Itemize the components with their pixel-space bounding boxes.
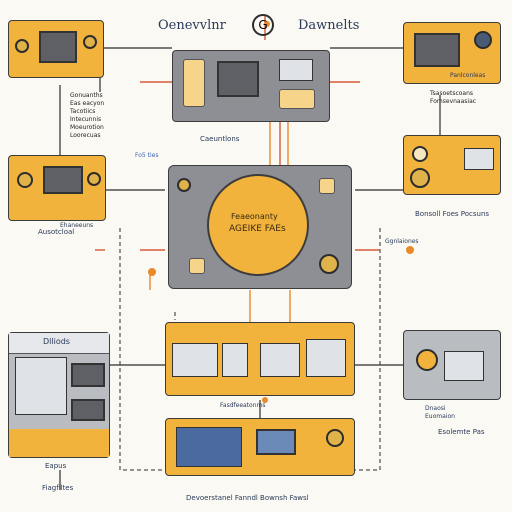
center-top-caption: Caeuntlons (200, 135, 240, 143)
bottom-left-key: Eapus (45, 462, 67, 470)
right-top-notes: Tsasoetscoans Fomsevnaasiac (430, 90, 477, 105)
node-bottom-center-upper[interactable] (165, 322, 355, 396)
left-notes: Gonuanths Eas eacyon Tacotiics Intecunni… (70, 92, 105, 139)
hub-line2: AGEIKE FAEs (229, 224, 286, 234)
left-mid-caption: Ausotcloal (38, 228, 75, 236)
right-top-note: Panlconleas (450, 72, 486, 79)
node-hub[interactable]: Feaeonanty AGEIKE FAEs (168, 165, 352, 289)
top-title-left: Oenevvlnr (158, 18, 226, 33)
top-title-right: Dawnelts (298, 18, 360, 33)
hub-disc (207, 174, 309, 276)
bottom-center-caption: Fasdfeeatonms (220, 402, 266, 409)
left-top-caption: Ehaneeuns (60, 222, 94, 229)
node-bottom-left[interactable]: Dlliods (8, 332, 110, 458)
top-badge: G (252, 14, 274, 36)
node-right-mid[interactable] (403, 135, 501, 195)
node-left-mid[interactable] (8, 155, 106, 221)
hub-line1: Feaeonanty (231, 212, 278, 221)
right-mid-caption: Bonsoll Foes Pocsuns (415, 210, 490, 218)
node-top-right[interactable] (403, 22, 501, 84)
node-right-bottom[interactable] (403, 330, 501, 400)
node-bottom-center-lower[interactable] (165, 418, 355, 476)
bottom-left-caption: Fiagfiltes (42, 484, 74, 492)
node-top-center[interactable] (172, 50, 330, 122)
node-top-left[interactable] (8, 20, 104, 78)
center-blue-caption: Fo5 ties (135, 152, 159, 159)
right-bottom-caption: Esolemte Pas (438, 428, 485, 436)
bottom-footer: Devoerstanel Fanndl Bownsh Fawsl (186, 494, 309, 502)
right-bottom-notes: Dnaosi Euomaion (425, 405, 455, 420)
right-mid-side-note: Ggnlaiones (385, 238, 419, 245)
bottom-panel-header: Dlliods (43, 337, 70, 346)
